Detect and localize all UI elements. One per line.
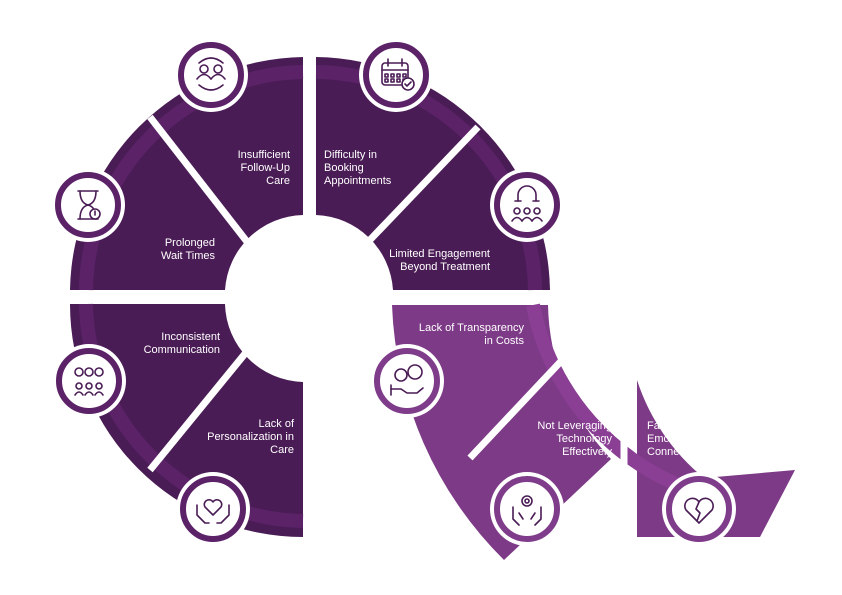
communication-people-icon — [74, 367, 104, 396]
ring-band-bottom-right — [526, 303, 703, 500]
magnet-people-badge — [490, 168, 564, 242]
magnet-people-icon — [511, 185, 543, 222]
separator-line — [147, 114, 251, 246]
label-limited-engagement: Limited Engagement Beyond Treatment — [389, 248, 490, 273]
label-lack-of-personalization: Lack of Personalization in Care — [207, 418, 294, 456]
ring-band-top-left — [79, 65, 304, 291]
communication-people-badge — [52, 344, 126, 418]
center-hole — [230, 217, 390, 377]
label-lack-of-transparency: Lack of Transparency in Costs — [418, 322, 524, 347]
follow-up-people-icon — [196, 57, 226, 91]
follow-up-people-badge — [174, 38, 248, 112]
calendar-check-icon — [381, 58, 415, 91]
broken-heart-badge — [662, 472, 736, 546]
segment-insufficient-follow-up-care — [70, 57, 303, 290]
hands-gear-badge — [490, 472, 564, 546]
hands-gear-icon — [512, 495, 542, 526]
label-not-leveraging-technology: Not Leveraging Technology Effectively — [537, 420, 612, 458]
label-inconsistent-communication: Inconsistent Communication — [143, 331, 220, 356]
broken-heart-icon — [684, 497, 714, 524]
separator-line — [467, 354, 568, 461]
caring-hands-heart-badge — [176, 472, 250, 546]
hourglass-badge — [51, 168, 125, 242]
hand-coins-badge — [370, 344, 444, 418]
hand-coins-icon — [390, 364, 424, 396]
separator-line — [365, 124, 481, 245]
separator-line — [147, 347, 251, 473]
label-prolonged-wait-times: Prolonged Wait Times — [161, 237, 215, 262]
caring-hands-heart-icon — [196, 498, 230, 524]
label-insufficient-follow-up-care: Insufficient Follow-Up Care — [237, 149, 290, 187]
calendar-check-badge — [359, 38, 433, 112]
label-difficulty-booking: Difficulty in Booking Appointments — [324, 149, 392, 187]
hourglass-icon — [77, 190, 101, 220]
label-failure-emotional: Failure to Build Emotional Connections — [647, 420, 721, 458]
